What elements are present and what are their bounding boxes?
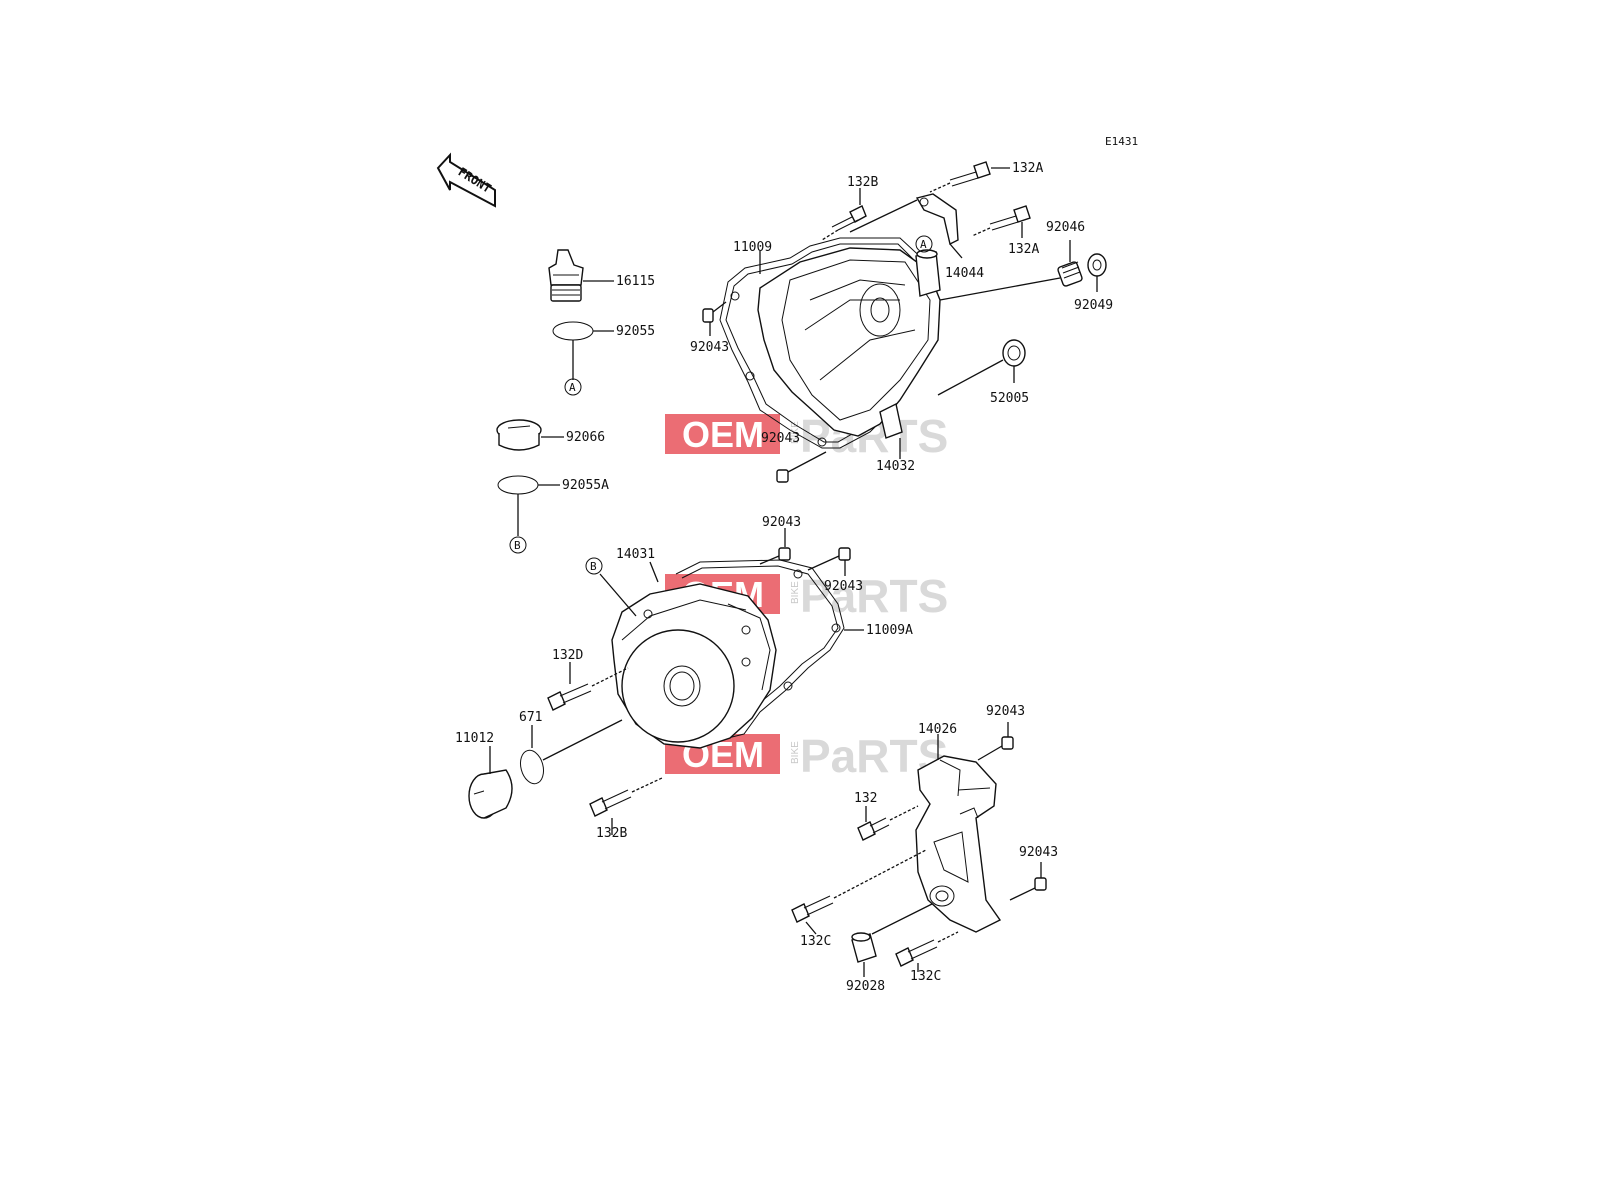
bracket-14044 [915, 193, 959, 246]
label-92043-5: 92043 [986, 704, 1025, 719]
label-14026: 14026 [918, 722, 957, 737]
ref-marker-a: A [564, 378, 582, 396]
label-132c-right: 132C [910, 969, 941, 984]
o-ring-671 [519, 749, 545, 785]
label-132b-top: 132B [847, 175, 878, 190]
diagram-code: E1431 [1105, 135, 1138, 148]
svg-text:B: B [514, 539, 521, 552]
label-92049: 92049 [1074, 298, 1113, 313]
plug-92066 [496, 419, 542, 451]
watermark-1: OEM BIKE PaRTS [665, 410, 948, 462]
svg-text:B: B [590, 560, 597, 573]
watermark-oem-text: OEM [682, 414, 764, 455]
dowel-pin-92043-lower-a [778, 547, 791, 561]
label-132b-lower: 132B [596, 826, 627, 841]
dowel-pin-92043-upper-left [702, 308, 714, 323]
generator-cover-14031 [611, 559, 845, 749]
label-92046: 92046 [1046, 220, 1085, 235]
label-132c-left: 132C [800, 934, 831, 949]
o-ring-92055a [497, 475, 539, 495]
label-132a-mid: 132A [1008, 242, 1039, 257]
dowel-pin-92043-sprocket-top [1001, 736, 1014, 750]
label-92055: 92055 [616, 324, 655, 339]
dowel-pin-92043-sprocket-right [1034, 877, 1047, 891]
label-92043-6: 92043 [1019, 845, 1058, 860]
svg-text:A: A [920, 238, 927, 251]
bolt-132a-mid [971, 205, 1031, 237]
label-52005: 52005 [990, 391, 1029, 406]
bearing-92046 [1057, 261, 1083, 287]
label-92028: 92028 [846, 979, 885, 994]
label-14044: 14044 [945, 266, 984, 281]
label-11009: 11009 [733, 240, 772, 255]
label-671: 671 [519, 710, 542, 725]
watermark-parts-text: PaRTS [800, 570, 948, 622]
label-14032: 14032 [876, 459, 915, 474]
svg-text:A: A [569, 381, 576, 394]
label-132: 132 [854, 791, 877, 806]
watermark-bike-text: BIKE [790, 741, 801, 764]
label-132a-top: 132A [1012, 161, 1043, 176]
bolt-132 [857, 805, 919, 841]
label-92043-4: 92043 [824, 579, 863, 594]
label-16115: 16115 [616, 274, 655, 289]
bolt-132c-right [895, 931, 959, 967]
ref-marker-a-cover: A [915, 235, 933, 253]
label-11012: 11012 [455, 731, 494, 746]
bolt-132d [547, 667, 629, 711]
label-92043-1: 92043 [690, 340, 729, 355]
collar-92028 [851, 932, 877, 963]
ref-marker-b: B [509, 536, 527, 554]
dowel-pin-92043-lower-b [838, 547, 851, 561]
bolt-132b-lower [589, 777, 663, 817]
label-92043-3: 92043 [762, 515, 801, 530]
label-14031: 14031 [616, 547, 655, 562]
label-132d: 132D [552, 648, 583, 663]
watermark-bike-text: BIKE [790, 581, 801, 604]
front-arrow-icon: FRONT [436, 152, 496, 208]
cap-11012 [468, 769, 513, 819]
sprocket-cover-14026 [915, 755, 1002, 933]
bolt-132c-left [791, 849, 927, 923]
watermark-bike-text: BIKE [790, 421, 801, 444]
o-ring-92055 [552, 321, 594, 341]
seal-52005 [1002, 339, 1026, 367]
dowel-pin-92043-upper-bottom [776, 469, 789, 483]
ref-marker-b-cover: B [585, 557, 603, 575]
label-11009a: 11009A [866, 623, 913, 638]
label-92066: 92066 [566, 430, 605, 445]
bolt-132a-top [929, 161, 991, 193]
seal-92049 [1087, 253, 1107, 277]
label-92055a: 92055A [562, 478, 609, 493]
oil-filler-cap [548, 249, 584, 302]
label-92043-2: 92043 [761, 431, 800, 446]
bolt-132b-top [821, 205, 867, 241]
